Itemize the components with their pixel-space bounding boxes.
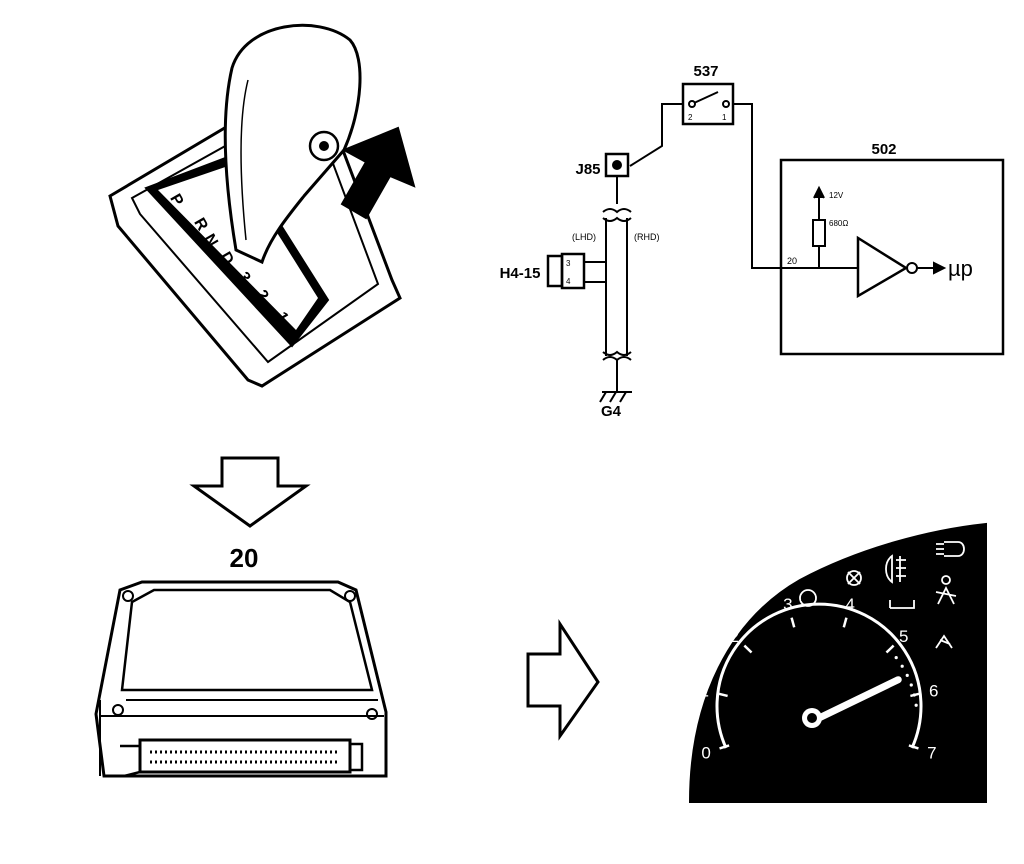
switch-pin-1: 1	[722, 113, 727, 122]
resistor-value-label: 680Ω	[829, 219, 848, 228]
check-gearbox-line2: GEAR BOX	[782, 778, 829, 788]
plug-pin-3: 3	[566, 259, 571, 268]
tach-tick	[719, 744, 730, 750]
tach-tick	[908, 744, 919, 750]
door-ajar-icon	[889, 600, 915, 609]
tach-tick-label: 0	[701, 743, 710, 762]
module-number-label: 502	[871, 141, 896, 158]
voltage-label: 12V	[829, 191, 844, 200]
brake-warning-icon	[846, 570, 862, 586]
tach-tick-label: 2	[730, 627, 739, 646]
tach-tick-label: 3	[783, 595, 792, 614]
redline-mark	[900, 664, 904, 668]
sport-label: SPORT	[945, 750, 976, 760]
plug-h4-15	[546, 254, 564, 288]
redline-mark	[914, 703, 918, 707]
seatbelt-warning-icon	[935, 575, 957, 605]
rhd-label: (RHD)	[634, 232, 660, 242]
gear-shifter-illustration: P R N D 3 2 1	[108, 23, 416, 388]
check-gearbox-line1: CHECK	[790, 766, 822, 776]
ecu-connector	[138, 738, 352, 774]
redline-mark	[909, 683, 913, 687]
winter-label: WINTER	[942, 772, 978, 782]
tach-tick-label: 5	[899, 627, 908, 646]
tcs-off-label: TCS OFF	[931, 625, 965, 634]
wire-switch-to-module	[733, 103, 790, 269]
ecu-number-label: 20	[230, 543, 259, 573]
tach-tick-label: 6	[929, 681, 938, 700]
cruise-label: CRUISE	[883, 772, 921, 783]
traction-control-icon	[935, 634, 953, 649]
tachometer-needle	[804, 676, 902, 727]
module-pin-20: 20	[787, 256, 797, 266]
h4-15-label: H4-15	[500, 265, 541, 282]
ecu-lid	[120, 588, 374, 692]
tach-tick	[743, 644, 753, 654]
headlight-beam-icon	[936, 541, 965, 557]
check-engine-line1: CHECK	[724, 766, 756, 776]
tach-tick	[885, 644, 895, 654]
redline-mark	[894, 656, 898, 660]
inverter-gate	[856, 235, 909, 299]
tachometer-ticks: 0 1 2 3 4 5 6 7	[700, 595, 939, 762]
ecu-module-illustration: 20	[94, 543, 388, 778]
circuit-schematic: 537 2 1 J85 (LHD) (RHD) H4-15 3 4 G4	[500, 63, 1005, 420]
wire-switch-to-j85	[629, 103, 683, 167]
tach-tick	[842, 617, 848, 628]
switch-number-label: 537	[693, 63, 718, 80]
redline-mark	[905, 673, 909, 677]
cluster-panel	[688, 522, 987, 803]
svg-text:ABS: ABS	[801, 596, 815, 603]
j85-label: J85	[575, 161, 600, 178]
tach-tick-label: 1	[700, 681, 709, 700]
fog-light-icon	[885, 554, 906, 584]
arrow-right-icon	[526, 618, 600, 741]
plug-pin-4: 4	[566, 277, 571, 286]
tach-tick	[790, 617, 796, 628]
tach-tick-label: 4	[845, 595, 854, 614]
push-arrow-icon	[340, 126, 416, 220]
tach-unit-label: r/min	[809, 657, 827, 666]
pullup-resistor	[812, 219, 826, 247]
tachometer-arc	[715, 602, 923, 749]
arrow-down-icon	[189, 456, 311, 528]
microprocessor-label: µp	[948, 256, 973, 281]
ground-symbol	[599, 391, 632, 403]
tach-tick-label: 7	[927, 743, 936, 762]
ground-label: G4	[601, 403, 622, 420]
lhd-label: (LHD)	[572, 232, 596, 242]
abs-warning-icon: ABS	[799, 589, 817, 607]
switch-pin-2: 2	[688, 113, 693, 122]
tach-tick	[717, 692, 728, 698]
check-engine-line2: ENGINE	[723, 778, 758, 788]
redline-mark	[912, 693, 916, 697]
tach-scale-label: x1000	[767, 749, 789, 758]
module-502-box	[779, 158, 1005, 356]
shift-knob	[223, 23, 362, 265]
